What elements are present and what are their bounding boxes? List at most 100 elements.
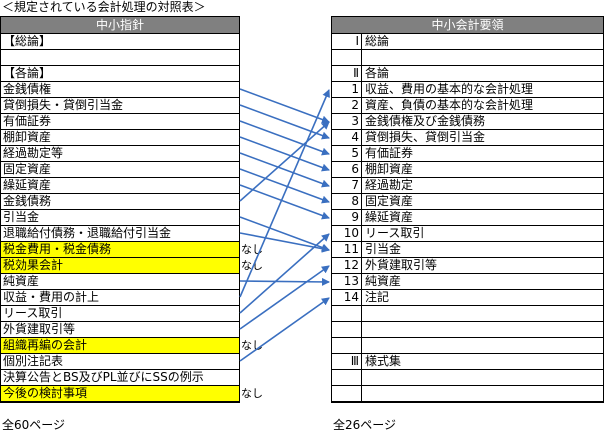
left-row-label: 今後の検討事項	[3, 386, 88, 400]
right-row-label: 棚卸資産	[365, 162, 414, 176]
right-row-label: リース取引	[365, 226, 425, 240]
left-row-label: 個別注記表	[3, 354, 64, 368]
right-row-number	[332, 386, 362, 402]
left-row-label: 退職給付債務・退職給付引当金	[3, 226, 172, 240]
left-table: 中小指針 【総論】【各論】金銭債権貸倒損失・貸倒引当金有価証券棚卸資産経過勘定等…	[0, 16, 240, 403]
right-row-label: 注記	[365, 290, 390, 304]
left-row-label: 金銭債務	[3, 194, 52, 208]
right-row	[332, 50, 603, 66]
left-row-note: なし	[241, 339, 263, 352]
mapping-arrow	[239, 121, 330, 202]
right-row-label: 繰延資産	[365, 210, 414, 224]
right-row-number: 4	[332, 130, 362, 146]
left-row: 固定資産	[1, 162, 239, 178]
mapping-arrow	[239, 265, 330, 330]
left-row: 外貨建取引等	[1, 322, 239, 338]
right-row-label: 総論	[365, 34, 390, 48]
left-row: 貸倒損失・貸倒引当金	[1, 98, 239, 114]
left-row-label	[1, 50, 3, 64]
right-row-number: 2	[332, 98, 362, 114]
left-row-label: 繰延資産	[3, 178, 52, 192]
mapping-arrow	[239, 104, 330, 140]
right-row-label: 金銭債権及び金銭債務	[365, 114, 486, 128]
right-row-number: Ⅱ	[332, 66, 362, 82]
left-row: 棚卸資産	[1, 130, 239, 146]
right-row-number: 11	[332, 242, 362, 258]
left-row-label: 固定資産	[3, 162, 52, 176]
left-row-note: なし	[241, 387, 263, 400]
right-footer: 全26ページ	[333, 418, 397, 432]
left-row: 税効果会計	[1, 258, 239, 274]
right-row-number: 12	[332, 258, 362, 274]
mapping-arrow	[239, 152, 330, 188]
right-row-number: 1	[332, 82, 362, 98]
right-row-label: 引当金	[365, 242, 402, 256]
right-row	[332, 370, 603, 386]
left-row-label: 引当金	[3, 210, 40, 224]
left-row: 税金費用・税金債務	[1, 242, 239, 258]
right-row-number	[332, 50, 362, 66]
right-row-label: 収益、費用の基本的な会計処理	[365, 82, 534, 96]
left-row: 【総論】	[1, 34, 239, 50]
right-row-label: 各論	[365, 66, 390, 80]
left-row: 決算公告とBS及びPL並びにSSの例示	[1, 370, 239, 386]
left-row: リース取引	[1, 306, 239, 322]
mapping-arrow	[239, 277, 330, 286]
left-header: 中小指針	[1, 16, 239, 34]
right-row-number: 7	[332, 178, 362, 194]
left-row-note: なし	[241, 259, 263, 272]
mapping-arrow	[239, 168, 330, 204]
right-row-number: 10	[332, 226, 362, 242]
left-row-label: 決算公告とBS及びPL並びにSSの例示	[3, 370, 204, 384]
right-row-number: 6	[332, 162, 362, 178]
right-row	[332, 322, 603, 338]
left-row-label: 経過勘定等	[3, 146, 64, 160]
left-row-label: 金銭債権	[3, 82, 52, 96]
mapping-arrow	[239, 88, 330, 124]
left-row-label: 【各論】	[3, 66, 52, 80]
right-row-number	[332, 322, 362, 338]
right-row-label: 資産、負債の基本的な会計処理	[365, 98, 534, 112]
right-row-label: 外貨建取引等	[365, 258, 438, 272]
right-row	[332, 338, 603, 354]
left-row: 経過勘定等	[1, 146, 239, 162]
left-row: 個別注記表	[1, 354, 239, 370]
left-row: 繰延資産	[1, 178, 239, 194]
left-row-label: 税効果会計	[3, 258, 64, 272]
right-row-number: 14	[332, 290, 362, 306]
right-row-number: 13	[332, 274, 362, 290]
right-row-label: 貸倒損失、貸倒引当金	[365, 130, 486, 144]
left-row: 有価証券	[1, 114, 239, 130]
left-row: 組織再編の会計	[1, 338, 239, 354]
left-row-label: 有価証券	[3, 114, 52, 128]
right-row-number: 8	[332, 194, 362, 210]
left-row: 純資産	[1, 274, 239, 290]
left-row-label: 外貨建取引等	[3, 322, 76, 336]
right-row-label: 固定資産	[365, 194, 414, 208]
right-row-number: Ⅲ	[332, 354, 362, 370]
left-row: 金銭債務	[1, 194, 239, 210]
right-row-number	[332, 338, 362, 354]
left-row-label: 税金費用・税金債務	[3, 242, 112, 256]
left-row-label: 棚卸資産	[3, 130, 52, 144]
right-header: 中小会計要領	[332, 16, 603, 34]
mapping-arrow	[239, 184, 330, 220]
mapping-arrow	[239, 136, 330, 172]
caption: ＜規定されている会計処理の対照表＞	[2, 0, 206, 14]
